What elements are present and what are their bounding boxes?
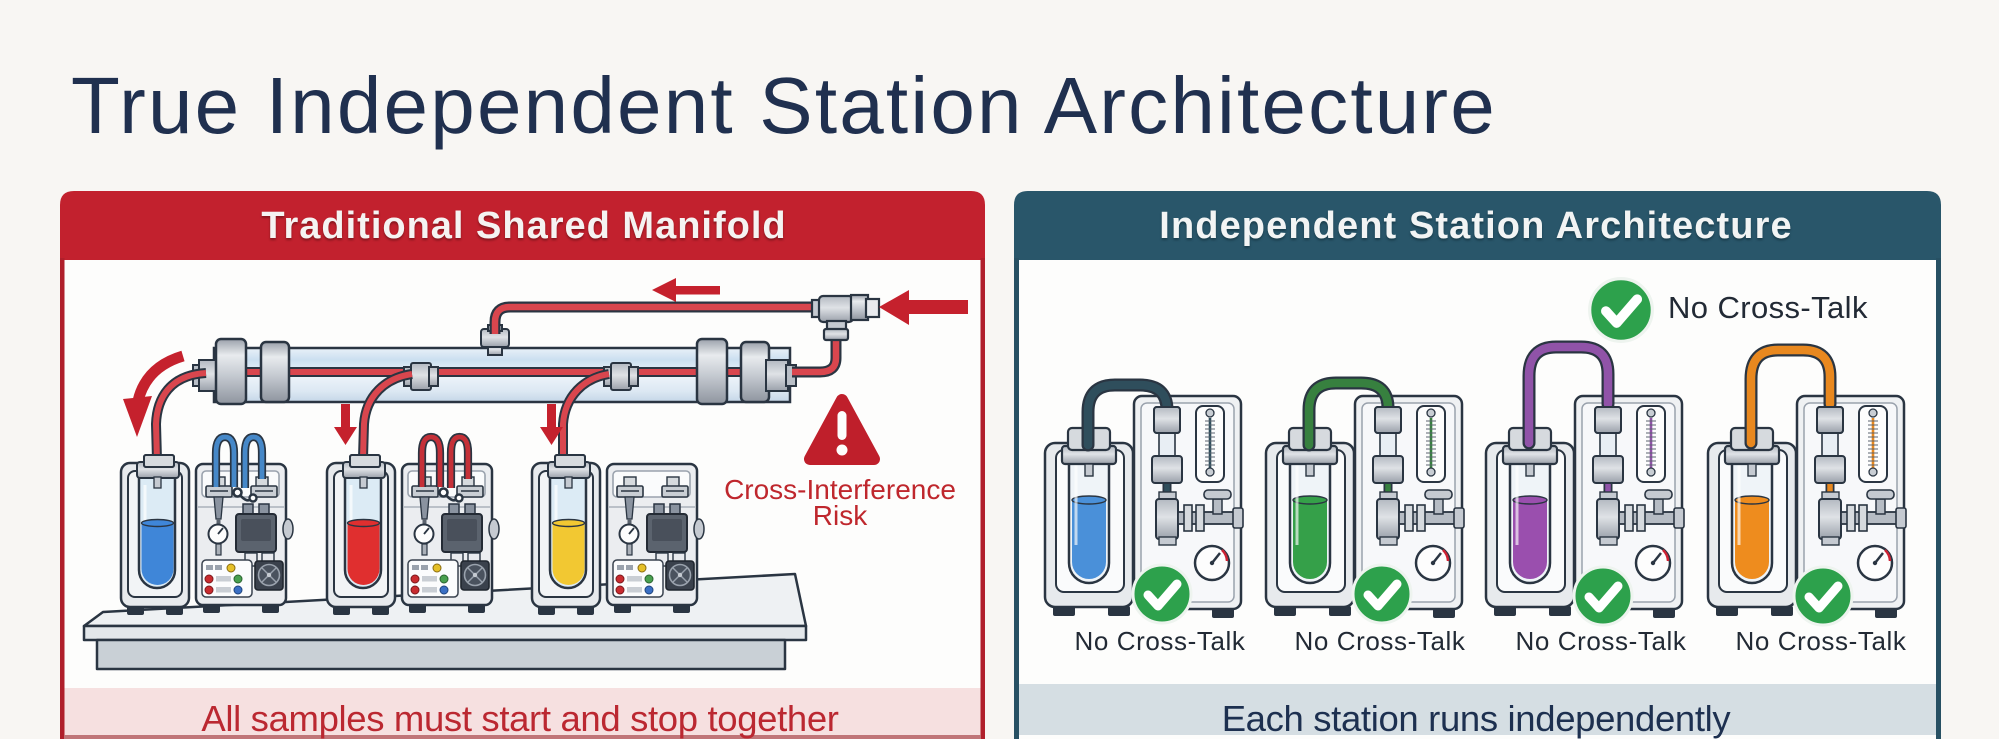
svg-text:Independent Station Architectu: Independent Station Architecture — [1159, 205, 1792, 247]
svg-text:No Cross-Talk: No Cross-Talk — [1668, 290, 1868, 325]
svg-text:No Cross-Talk: No Cross-Talk — [1294, 626, 1465, 656]
svg-text:No Cross-Talk: No Cross-Talk — [1735, 626, 1906, 656]
svg-text:No Cross-Talk: No Cross-Talk — [1074, 626, 1245, 656]
svg-text:True Independent Station Archi: True Independent Station Architecture — [71, 61, 1497, 150]
svg-text:Risk: Risk — [813, 500, 868, 531]
svg-text:No Cross-Talk: No Cross-Talk — [1515, 626, 1686, 656]
svg-text:Cross-Interference: Cross-Interference — [724, 474, 956, 505]
svg-text:Each station runs independentl: Each station runs independently — [1222, 698, 1732, 739]
svg-text:Traditional Shared Manifold: Traditional Shared Manifold — [261, 205, 786, 247]
svg-text:All samples must start and sto: All samples must start and stop together — [201, 698, 838, 739]
